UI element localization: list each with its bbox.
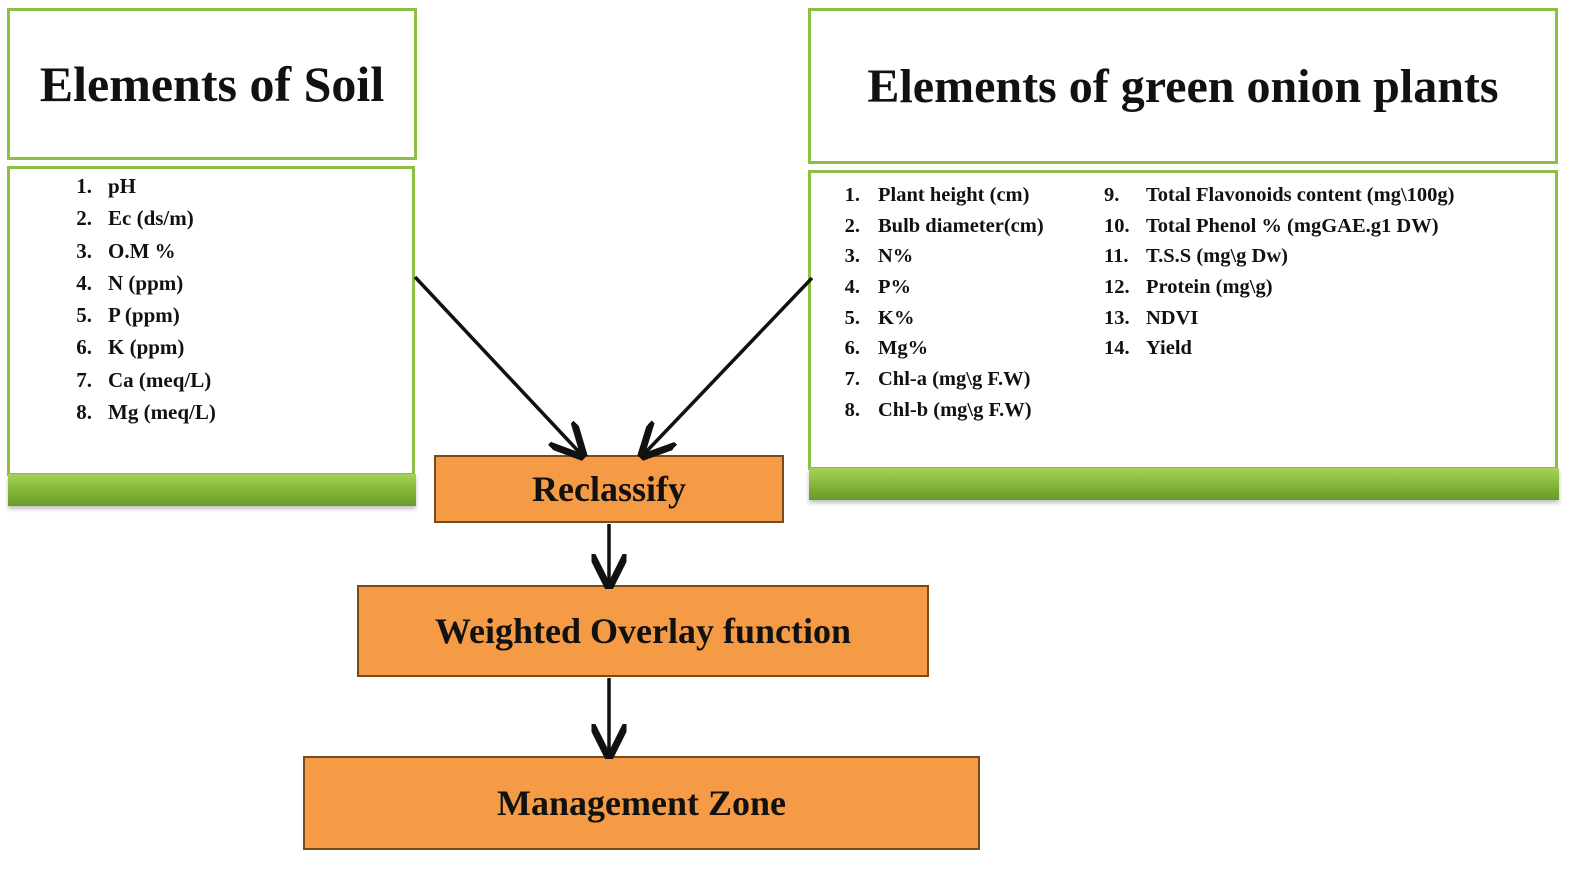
weighted-overlay-label: Weighted Overlay function [435,611,851,651]
weighted-overlay-box: Weighted Overlay function [357,585,929,677]
soil-title-box: Elements of Soil [7,8,417,160]
management-zone-box: Management Zone [303,756,980,850]
soil-box-footer-bar [8,474,416,506]
reclassify-label: Reclassify [532,469,686,509]
plants-title: Elements of green onion plants [867,59,1499,113]
plants-title-box: Elements of green onion plants [808,8,1558,164]
plants-list-box [808,170,1558,470]
soil-title: Elements of Soil [39,56,385,112]
plants-to-reclassify-arrow [645,276,814,453]
management-zone-label: Management Zone [497,783,786,823]
plants-box-footer-bar [809,468,1559,500]
reclassify-box: Reclassify [434,455,784,523]
soil-to-reclassify-arrow [413,275,580,453]
